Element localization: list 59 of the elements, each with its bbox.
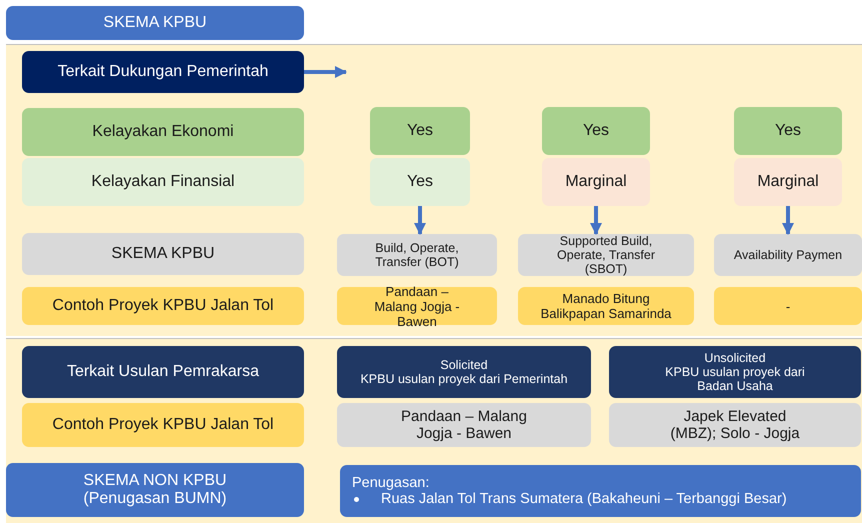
header-box — [6, 6, 304, 40]
value-box — [734, 107, 842, 155]
box-text: SKEMA KPBU — [103, 14, 207, 32]
box-text: Supported Build, Operate, Transfer (SBOT) — [556, 234, 656, 276]
box-text: Yes — [406, 173, 434, 191]
box-text: Pandaan – Malang Jogja - Bawen — [400, 408, 528, 442]
category-box — [22, 346, 304, 398]
box-text: Terkait Usulan Pemrakarsa — [66, 363, 260, 381]
category-box — [22, 51, 304, 93]
box-text: Yes — [406, 122, 434, 140]
box-text: Manado Bitung Balikpapan Samarinda — [540, 291, 672, 321]
scheme-box — [337, 234, 497, 276]
box-text: Marginal — [757, 173, 819, 191]
list-item-text: Ruas Jalan Tol Trans Sumatera (Bakaheuni – Terbanggi Besar) — [381, 491, 787, 507]
box-text: Contoh Proyek KPBU Jalan Tol — [52, 416, 274, 434]
value-box — [542, 107, 650, 155]
box-text: KPBU usulan proyek dari Pemerintah — [360, 372, 568, 386]
arrow — [782, 206, 794, 235]
value-box — [370, 158, 470, 206]
value-box — [734, 158, 842, 206]
box-text: SKEMA NON KPBU (Penugasan BUMN) — [82, 472, 228, 508]
heading-text: Unsolicited — [704, 351, 766, 365]
box-text: - — [786, 298, 790, 314]
box-text: Contoh Proyek KPBU Jalan Tol — [52, 297, 274, 315]
heading-text: Penugasan: — [352, 475, 430, 491]
proposal-box — [609, 346, 861, 398]
example-box — [714, 287, 862, 325]
heading-text: Solicited — [440, 358, 488, 372]
box-text: Kelayakan Ekonomi — [92, 123, 234, 141]
example-box — [337, 403, 591, 447]
value-box — [542, 158, 650, 206]
box-text: KPBU usulan proyek dari Badan Usaha — [664, 365, 806, 393]
box-text: Kelayakan Finansial — [91, 173, 235, 191]
box-text: Build, Operate, Transfer (BOT) — [374, 241, 460, 269]
arrow — [590, 206, 602, 235]
box-text: Yes — [774, 122, 802, 140]
scheme-box — [518, 234, 694, 276]
row-label-box — [22, 287, 304, 325]
criteria-box — [22, 158, 304, 206]
row-label-box — [22, 403, 304, 447]
row-label-box — [22, 233, 304, 275]
arrow — [414, 206, 426, 235]
scheme-box — [714, 234, 862, 276]
example-box — [609, 403, 861, 447]
value-box — [370, 107, 470, 155]
proposal-box — [337, 346, 591, 398]
box-text: Availability Paymen — [734, 248, 842, 262]
box-text: SKEMA KPBU — [111, 245, 215, 263]
arrow — [304, 66, 347, 78]
example-box — [337, 287, 497, 325]
box-text: Terkait Dukungan Pemerintah — [58, 63, 268, 81]
box-text: Yes — [582, 122, 610, 140]
example-box — [518, 287, 694, 325]
box-text: Japek Elevated (MBZ); Solo - Jogja — [669, 408, 801, 442]
scheme-box — [6, 463, 304, 517]
box-text: Marginal — [565, 173, 627, 191]
criteria-box — [22, 108, 304, 156]
assignment-box — [340, 465, 861, 517]
box-text: Pandaan – Malang Jogja - Bawen — [373, 284, 461, 328]
